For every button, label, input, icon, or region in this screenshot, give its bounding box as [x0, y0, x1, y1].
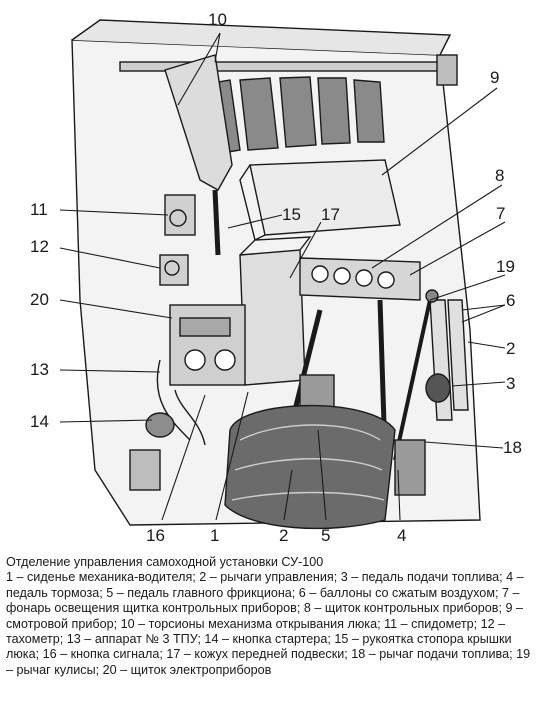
callout-8: 8	[495, 166, 504, 185]
hatch-louvres	[199, 76, 385, 156]
callout-2-right: 2	[506, 339, 515, 358]
callout-15: 15	[282, 205, 301, 224]
callout-6: 6	[506, 291, 515, 310]
callout-4: 4	[397, 526, 406, 545]
callout-19: 19	[496, 257, 515, 276]
hull-roof	[71, 19, 452, 56]
callout-2: 2	[279, 526, 288, 545]
driver-seat	[224, 404, 396, 530]
callout-9: 9	[490, 68, 499, 87]
speedometer-box	[164, 194, 196, 236]
brake-pedal	[394, 439, 426, 496]
callout-11: 11	[30, 200, 48, 219]
callout-10: 10	[208, 10, 227, 29]
callout-1: 1	[210, 526, 219, 545]
callout-14: 14	[30, 412, 49, 431]
illustration-svg: 10 9 8 7 19 6 2 3 18 4 5 2 1 16 11 12 20…	[30, 10, 522, 545]
callout-20: 20	[30, 290, 49, 309]
torsion-bar-end	[436, 54, 458, 86]
suspension-cover	[239, 249, 306, 386]
callout-12: 12	[30, 237, 49, 256]
interior-illustration: 10 9 8 7 19 6 2 3 18 4 5 2 1 16 11 12 20…	[30, 10, 522, 545]
callout-16: 16	[146, 526, 165, 545]
figure-caption: Отделение управления самоходной установк…	[6, 555, 536, 678]
callout-7: 7	[496, 204, 505, 223]
callout-17: 17	[321, 205, 340, 224]
gear-lever	[393, 299, 432, 461]
electrical-panel	[169, 304, 246, 386]
callout-5: 5	[321, 526, 330, 545]
viewing-device	[249, 159, 401, 236]
caption-title: Отделение управления самоходной установк…	[6, 555, 324, 569]
callout-13: 13	[30, 360, 49, 379]
hatch-lever	[164, 54, 233, 191]
caption-legend: 1 – сиденье механика-водителя; 2 – рычаг…	[6, 570, 531, 677]
callout-3: 3	[506, 374, 515, 393]
tachometer-box	[159, 254, 189, 286]
fuel-pedal	[425, 373, 451, 403]
callout-18: 18	[503, 438, 522, 457]
callout-labels: 10 9 8 7 19 6 2 3 18 4 5 2 1 16 11 12 20…	[30, 10, 522, 545]
